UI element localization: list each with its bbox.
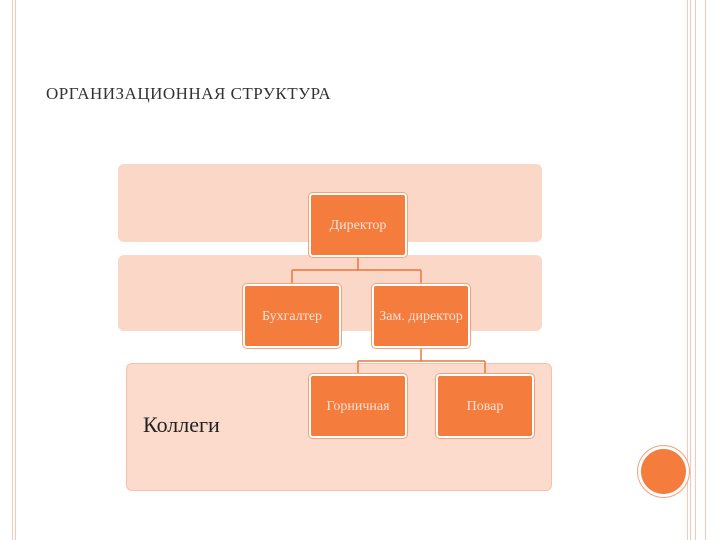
org-node-deputy-director: Зам. директор [372,284,470,348]
org-node-accountant: Бухгалтер [243,284,341,348]
colleagues-label: Коллеги [143,412,220,437]
org-node-cook: Повар [436,374,534,438]
org-node-director: Директор [309,193,407,257]
right-frame-line [687,0,691,540]
right-frame-line-3 [705,0,707,540]
org-node-maid: Горничная [309,374,407,438]
left-frame-line [12,0,16,540]
decorative-circle [641,449,686,494]
slide-title: ОРГАНИЗАЦИОННАЯ СТРУКТУРА [46,84,332,103]
right-frame-line-2 [695,0,697,540]
